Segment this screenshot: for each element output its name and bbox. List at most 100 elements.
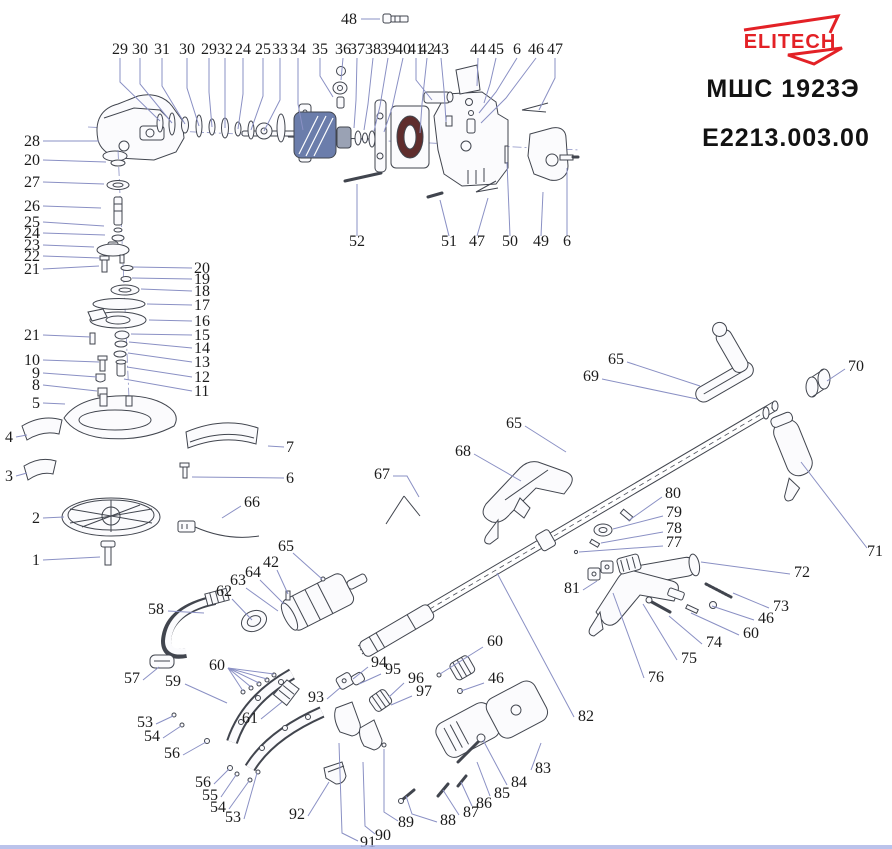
part-label-54: 54 — [144, 728, 160, 745]
brand-logo-text: ELITECH — [744, 31, 837, 53]
leader-line-4 — [15, 434, 28, 438]
leader-line-74 — [668, 615, 703, 645]
upper-washer-stack-drawing — [332, 66, 348, 109]
leader-line-9 — [42, 372, 98, 378]
leader-line-84 — [482, 739, 508, 786]
part-label-48: 48 — [341, 11, 357, 28]
part-label-39: 39 — [380, 41, 396, 58]
leader-line-51 — [439, 199, 450, 237]
part-label-65: 65 — [506, 415, 522, 432]
leader-line-1 — [42, 556, 101, 561]
leader-line-12 — [126, 366, 193, 378]
part-label-42: 42 — [263, 554, 279, 571]
leader-line-64 — [259, 579, 285, 605]
leader-line-37 — [353, 57, 358, 129]
leader-line-13 — [127, 352, 193, 363]
leader-line-65 — [524, 425, 567, 453]
part-label-13: 13 — [194, 354, 210, 371]
leader-line-5 — [42, 402, 66, 405]
leader-line-34 — [297, 58, 304, 131]
leader-line-85 — [476, 761, 491, 797]
part-label-18: 18 — [194, 283, 210, 300]
leader-line-20 — [132, 266, 193, 269]
part-label-21: 21 — [24, 327, 40, 344]
leader-line-59 — [184, 683, 228, 704]
leader-line-68 — [473, 453, 522, 482]
part-label-47: 47 — [547, 41, 563, 58]
part-label-9: 9 — [32, 365, 40, 382]
part-label-15: 15 — [194, 327, 210, 344]
leader-line-79 — [612, 515, 664, 530]
leader-line-65 — [626, 361, 701, 387]
part-label-56: 56 — [195, 774, 211, 791]
part-label-6: 6 — [563, 233, 571, 250]
leader-line-60 — [439, 646, 484, 675]
part-label-84: 84 — [511, 774, 527, 791]
motor-housing-drawing — [423, 64, 580, 187]
logo-top-chevron-icon — [743, 14, 841, 34]
leader-line-87 — [442, 789, 460, 816]
leader-line-47 — [538, 58, 556, 111]
part-label-94: 94 — [371, 654, 387, 671]
part-label-41: 41 — [408, 41, 424, 58]
part-label-21: 21 — [24, 261, 40, 278]
part-label-35: 35 — [312, 41, 328, 58]
trigger-assembly-drawing — [573, 508, 733, 637]
part-label-83: 83 — [535, 760, 551, 777]
part-label-53: 53 — [225, 809, 241, 826]
part-label-97: 97 — [416, 683, 432, 700]
leader-line-63 — [245, 587, 279, 612]
leader-line-67 — [393, 475, 420, 498]
part-label-50: 50 — [502, 233, 518, 250]
schema-code: E2213.003.00 — [702, 124, 870, 152]
leader-line-44 — [476, 57, 479, 87]
leader-line-88 — [405, 795, 438, 823]
clutch-housing-drawing — [280, 573, 368, 631]
part-label-63: 63 — [230, 572, 246, 589]
leader-line-16 — [148, 319, 193, 322]
part-label-73: 73 — [773, 598, 789, 615]
part-label-30: 30 — [179, 41, 195, 58]
part-label-25: 25 — [24, 214, 40, 231]
part-label-3: 3 — [5, 468, 13, 485]
part-label-96: 96 — [408, 670, 424, 687]
fasteners-drawing — [343, 13, 549, 199]
leader-line-18 — [140, 288, 193, 292]
leader-line-49 — [540, 191, 544, 237]
leader-line-53 — [243, 772, 258, 820]
leader-line-54 — [228, 780, 250, 810]
part-label-26: 26 — [24, 198, 40, 215]
leader-line-35 — [319, 58, 334, 98]
leader-line-76 — [612, 592, 645, 679]
part-label-29: 29 — [112, 41, 128, 58]
leader-line-14 — [128, 341, 193, 349]
part-label-64: 64 — [245, 564, 261, 581]
leader-line-22 — [42, 255, 101, 259]
leader-line-60 — [227, 667, 260, 684]
leader-line-36 — [340, 57, 344, 81]
part-label-74: 74 — [706, 634, 722, 651]
part-label-28: 28 — [24, 133, 40, 150]
armature-drawing — [287, 111, 376, 159]
leader-line-61 — [260, 701, 283, 720]
leader-line-80 — [627, 496, 663, 522]
leader-line-25 — [42, 221, 105, 227]
leader-line-60 — [227, 667, 275, 675]
leader-line-26 — [42, 205, 102, 209]
part-label-59: 59 — [165, 673, 181, 690]
part-label-86: 86 — [476, 795, 492, 812]
leader-line-70 — [826, 368, 846, 382]
part-label-45: 45 — [488, 41, 504, 58]
part-label-58: 58 — [148, 601, 164, 618]
part-label-34: 34 — [290, 41, 306, 58]
part-label-6: 6 — [513, 41, 521, 58]
leader-line-30 — [186, 58, 200, 127]
part-label-76: 76 — [648, 669, 664, 686]
part-label-46: 46 — [758, 610, 774, 627]
part-label-80: 80 — [665, 485, 681, 502]
part-label-87: 87 — [463, 804, 479, 821]
part-label-33: 33 — [272, 41, 288, 58]
part-label-68: 68 — [455, 443, 471, 460]
part-label-42: 42 — [419, 41, 435, 58]
